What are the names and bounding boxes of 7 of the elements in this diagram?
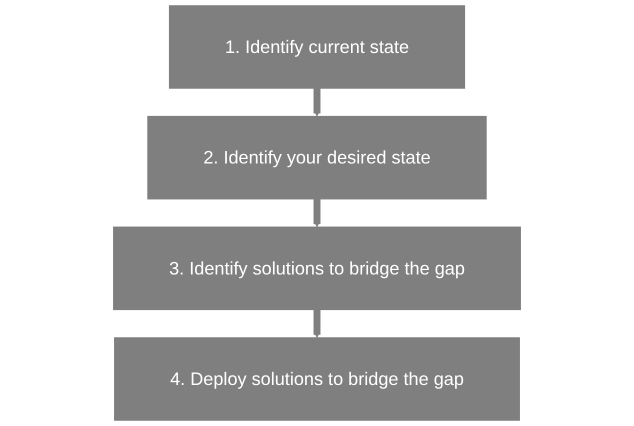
node-box: 4. Deploy solutions to bridge the gap (114, 337, 520, 421)
arrow (314, 87, 320, 117)
arrow (314, 198, 320, 228)
arrow (314, 308, 320, 338)
node-box: 2. Identify your desired state (147, 116, 487, 200)
node-box: 3. Identify solutions to bridge the gap (113, 226, 521, 310)
node-box: 1. Identify current state (168, 5, 466, 89)
